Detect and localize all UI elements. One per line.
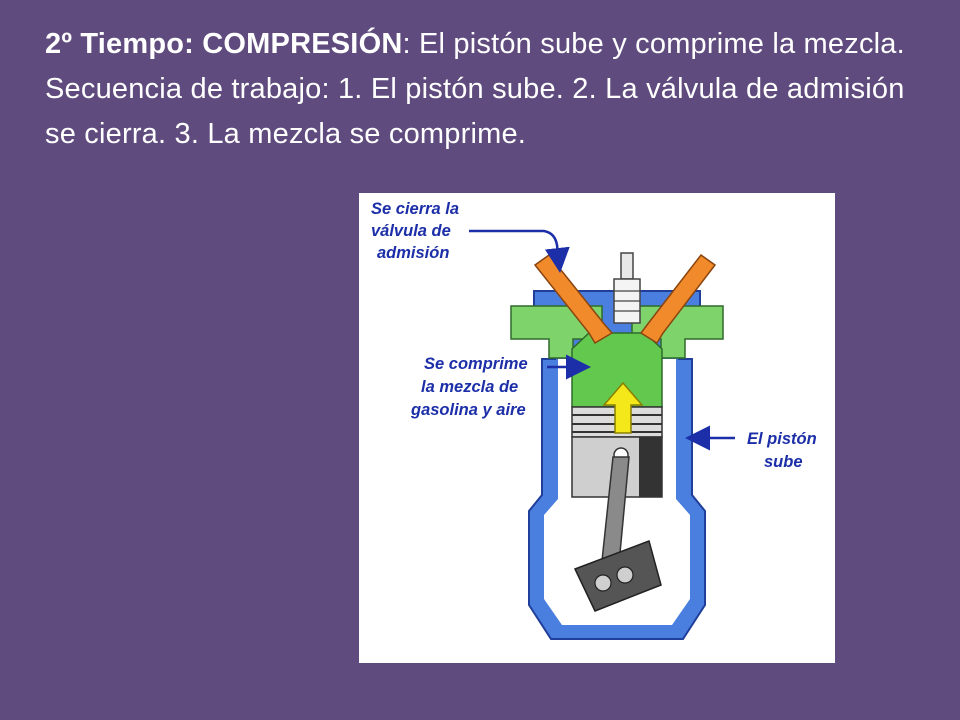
label-valve-line3: admisión <box>377 244 449 262</box>
label-valve-line1: Se cierra la <box>371 200 459 218</box>
label-mixture-line1: Se comprime <box>424 355 528 373</box>
label-valve-line2: válvula de <box>371 222 451 240</box>
piston-up-arrow <box>602 381 644 434</box>
label-mixture-line2: la mezcla de <box>421 378 518 396</box>
slide-paragraph: 2º Tiempo: COMPRESIÓN: El pistón sube y … <box>45 22 915 157</box>
label-piston-line2: sube <box>764 453 803 471</box>
label-mixture-line3: gasolina y aire <box>410 401 526 419</box>
label-piston-line1: El pistón <box>747 430 817 448</box>
piston-shadow <box>639 437 662 497</box>
spark-plug-tip <box>620 252 634 280</box>
arrow-valve <box>469 229 570 273</box>
crank-journal <box>616 566 634 584</box>
crank-pin <box>594 574 612 592</box>
engine-compression-diagram: Se cierra la válvula de admisión Se comp… <box>359 193 835 663</box>
slide-body-text: : El pistón sube y comprime la mezcla. S… <box>45 28 905 150</box>
engine-diagram-svg: Se cierra la válvula de admisión Se comp… <box>371 200 817 640</box>
exhaust-valve <box>639 253 717 345</box>
slide-heading: 2º Tiempo: COMPRESIÓN <box>45 28 403 60</box>
